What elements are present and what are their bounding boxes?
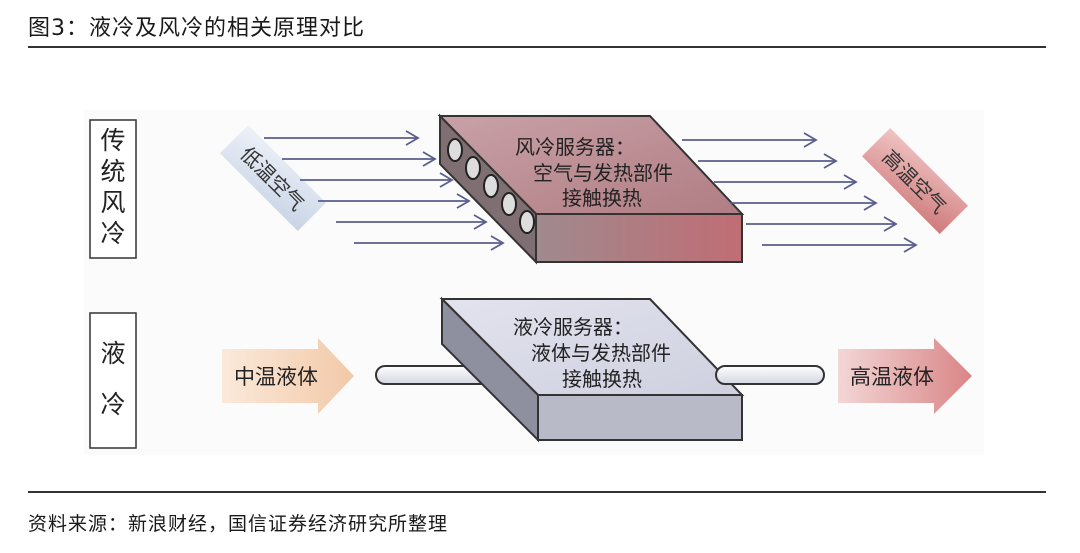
air-flow-arrowhead <box>843 174 858 190</box>
source-note: 资料来源：新浪财经，国信证券经济研究所整理 <box>28 513 449 535</box>
air-flow-arrowhead <box>863 195 878 211</box>
outlet-pipe <box>715 365 825 385</box>
air-server-text-line: 空气与发热部件 <box>533 161 673 185</box>
hot-liquid-arrow: 高温液体 <box>838 338 972 414</box>
medium-liquid-arrow: 中温液体 <box>222 338 354 414</box>
air-row-label-char: 冷 <box>100 219 125 248</box>
air-cooled-server: 风冷服务器： 空气与发热部件 接触换热 <box>437 113 745 265</box>
air-flow-arrowhead <box>883 216 898 232</box>
air-flow-arrowhead <box>422 151 437 167</box>
air-flow-arrowhead <box>439 172 454 188</box>
air-flow-arrowhead <box>456 193 471 209</box>
air-row-label-box <box>89 119 137 259</box>
air-flow-arrowhead <box>823 153 838 169</box>
figure-title: 图3：液冷及风冷的相关原理对比 <box>28 16 365 41</box>
liquid-row-label-char: 冷 <box>100 390 125 419</box>
air-flow-arrowhead <box>903 237 918 253</box>
hot-liquid-label: 高温液体 <box>850 365 934 389</box>
vent-holes <box>447 138 535 234</box>
liquid-cooled-server: 液冷服务器： 液体与发热部件 接触换热 <box>439 296 745 443</box>
liquid-row-label-box <box>89 312 137 449</box>
liquid-server-text-line: 液体与发热部件 <box>531 341 671 365</box>
liquid-server-text-line: 接触换热 <box>562 367 642 391</box>
air-flow-arrowhead <box>803 132 818 148</box>
air-row-label-char: 传 <box>100 126 125 155</box>
air-flow-arrowhead <box>473 214 488 230</box>
air-server-text-line: 风冷服务器： <box>515 135 635 159</box>
medium-liquid-label: 中温液体 <box>234 365 318 389</box>
air-flow-arrowhead <box>405 130 420 146</box>
incoming-air-arrows <box>264 130 505 251</box>
air-flow-arrowhead <box>490 235 505 251</box>
outgoing-air-arrows <box>682 132 918 253</box>
top-rule <box>28 46 1046 48</box>
air-row-label-char: 风 <box>100 188 125 217</box>
air-server-text-line: 接触换热 <box>562 186 642 210</box>
air-row-label-char: 统 <box>100 157 125 186</box>
bottom-rule <box>28 491 1046 493</box>
liquid-server-text-line: 液冷服务器： <box>513 315 633 339</box>
liquid-row-label-char: 液 <box>100 339 125 368</box>
